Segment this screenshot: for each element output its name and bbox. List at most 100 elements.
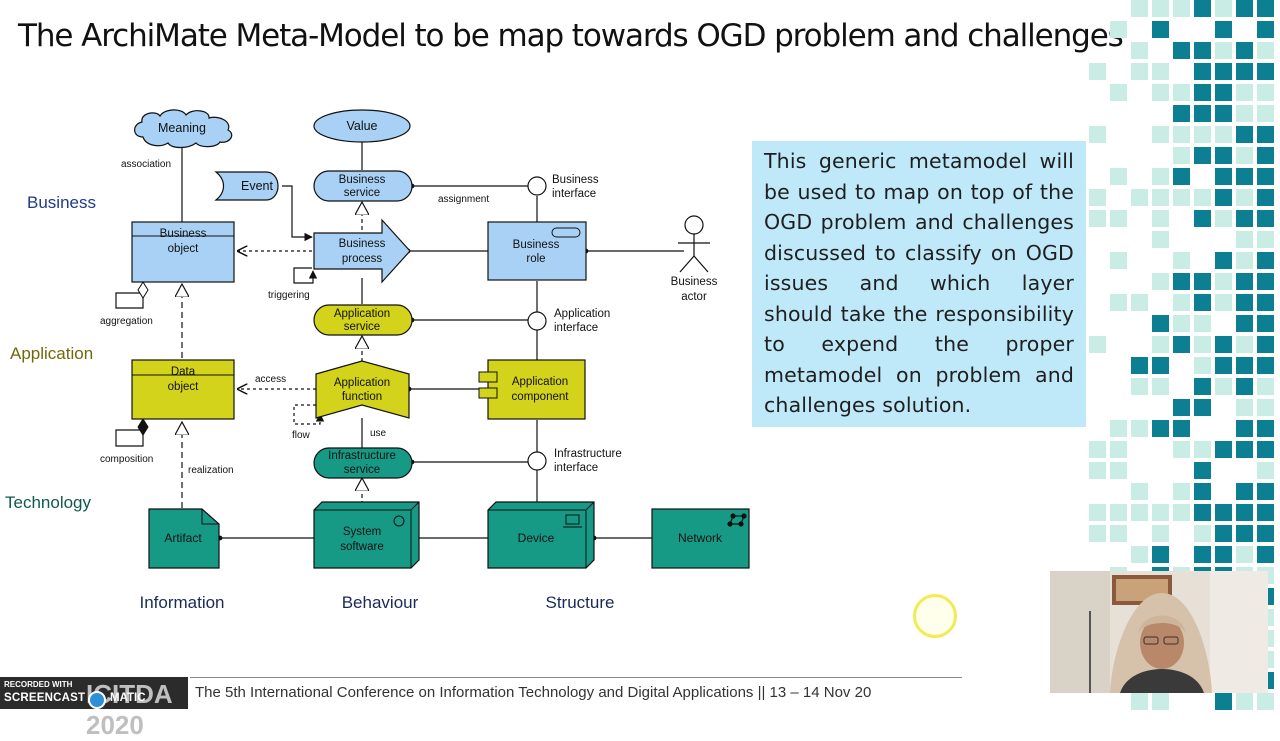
mosaic-tile	[1257, 147, 1274, 164]
mosaic-tile	[1152, 336, 1169, 353]
mosaic-tile	[1110, 84, 1127, 101]
device-label: Device	[518, 531, 555, 545]
mosaic-tile	[1257, 210, 1274, 227]
mosaic-tile	[1236, 231, 1253, 248]
mosaic-tile	[1236, 189, 1253, 206]
business-object-shape	[131, 221, 235, 283]
business-object-label-2: object	[168, 243, 199, 255]
mosaic-tile	[1215, 441, 1232, 458]
mosaic-tile	[1152, 126, 1169, 143]
mosaic-tile	[1152, 231, 1169, 248]
application-service-label-1: Application	[334, 308, 390, 320]
mosaic-tile	[1257, 336, 1274, 353]
mosaic-tile	[1257, 42, 1274, 59]
mosaic-tile	[1236, 420, 1253, 437]
mosaic-tile	[1131, 189, 1148, 206]
presenter-webcam	[1050, 571, 1268, 693]
footer-text: The 5th International Conference on Info…	[195, 684, 872, 701]
mosaic-tile	[1089, 63, 1106, 80]
mosaic-tile	[1152, 189, 1169, 206]
business-interface-icon	[527, 176, 547, 196]
aggregation-label: aggregation	[100, 316, 153, 327]
business-interface-label-2: interface	[552, 188, 596, 200]
business-actor-icon	[678, 215, 710, 273]
mosaic-tile	[1173, 294, 1190, 311]
mosaic-tile	[1215, 210, 1232, 227]
mosaic-tile	[1110, 441, 1127, 458]
description-callout: This generic metamodel will be used to m…	[752, 141, 1086, 427]
mosaic-tile	[1110, 210, 1127, 227]
infrastructure-interface-label-2: interface	[554, 462, 598, 474]
mosaic-tile	[1257, 105, 1274, 122]
mosaic-tile	[1173, 0, 1190, 17]
mosaic-tile	[1089, 336, 1106, 353]
mosaic-tile	[1110, 294, 1127, 311]
business-actor-label-2: actor	[681, 291, 707, 303]
mosaic-tile	[1215, 546, 1232, 563]
mosaic-tile	[1236, 42, 1253, 59]
event-shape	[214, 171, 279, 201]
mosaic-tile	[1257, 168, 1274, 185]
footer-divider	[190, 677, 962, 678]
mosaic-tile	[1236, 483, 1253, 500]
mosaic-tile	[1215, 693, 1232, 710]
mosaic-tile	[1215, 525, 1232, 542]
screencast-label: SCREENCAST	[4, 692, 86, 704]
mosaic-tile	[1173, 315, 1190, 332]
mosaic-tile	[1173, 105, 1190, 122]
mosaic-tile	[1194, 315, 1211, 332]
data-object-shape	[131, 359, 235, 420]
mosaic-tile	[1236, 441, 1253, 458]
mosaic-tile	[1215, 336, 1232, 353]
application-component-shape	[487, 359, 586, 420]
mosaic-tile	[1257, 189, 1274, 206]
mosaic-tile	[1236, 399, 1253, 416]
mosaic-tile	[1194, 462, 1211, 479]
mosaic-tile	[1236, 63, 1253, 80]
mosaic-tile	[1257, 21, 1274, 38]
mosaic-tile	[1194, 126, 1211, 143]
mosaic-tile	[1236, 294, 1253, 311]
screencast-watermark: ICITDA 2020 RECORDED WITH SCREENCAST MAT…	[0, 677, 188, 740]
mosaic-tile	[1236, 273, 1253, 290]
mosaic-tile	[1173, 273, 1190, 290]
business-interface-label-1: Business	[552, 174, 599, 186]
mosaic-tile	[1152, 210, 1169, 227]
mosaic-tile	[1194, 294, 1211, 311]
mosaic-tile	[1194, 210, 1211, 227]
mosaic-tile	[1236, 210, 1253, 227]
mosaic-tile	[1257, 231, 1274, 248]
infrastructure-interface-label-1: Infrastructure	[554, 448, 622, 460]
mosaic-tile	[1131, 483, 1148, 500]
mosaic-tile	[1236, 126, 1253, 143]
system-software-label-2: software	[340, 541, 383, 553]
slide-title: The ArchiMate Meta-Model to be map towar…	[18, 18, 1124, 54]
artifact-label: Artifact	[164, 531, 202, 545]
mosaic-tile	[1131, 294, 1148, 311]
column-label-structure: Structure	[546, 593, 615, 612]
mosaic-tile	[1215, 378, 1232, 395]
mosaic-tile	[1194, 525, 1211, 542]
archimate-metamodel-diagram: Meaning association Value Event Business…	[5, 109, 750, 612]
mosaic-tile	[1194, 147, 1211, 164]
mosaic-tile	[1257, 315, 1274, 332]
meaning-cloud	[134, 109, 233, 149]
mosaic-tile	[1173, 504, 1190, 521]
mosaic-tile	[1215, 63, 1232, 80]
mosaic-tile	[1194, 504, 1211, 521]
layer-label-technology: Technology	[5, 493, 92, 512]
mosaic-tile	[1257, 504, 1274, 521]
mosaic-tile	[1215, 168, 1232, 185]
cursor-highlight	[913, 594, 957, 638]
mosaic-tile	[1110, 462, 1127, 479]
mosaic-tile	[1215, 84, 1232, 101]
recorded-with-label: RECORDED WITH	[4, 680, 73, 689]
mosaic-tile	[1215, 294, 1232, 311]
mosaic-tile	[1194, 357, 1211, 374]
mosaic-tile	[1236, 546, 1253, 563]
value-ellipse	[313, 109, 411, 143]
application-service-label-2: service	[344, 321, 380, 333]
application-interface-label-1: Application	[554, 308, 610, 320]
mosaic-tile	[1152, 525, 1169, 542]
application-component-label-2: component	[512, 391, 570, 403]
